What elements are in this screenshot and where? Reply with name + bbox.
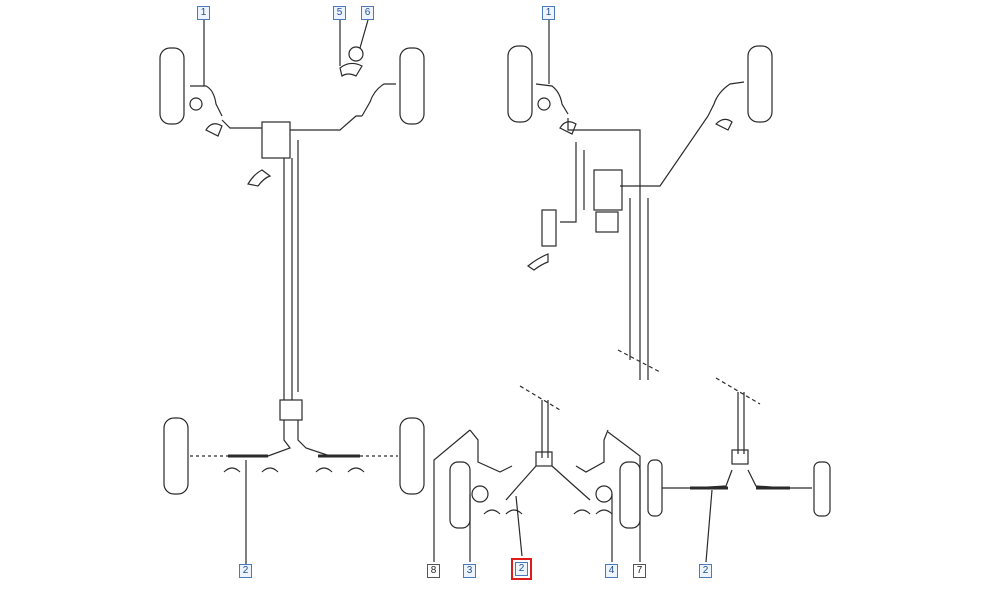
front-left-hose: [190, 85, 223, 117]
front-left-caliper: [189, 97, 203, 111]
rear-valve-3: [731, 449, 749, 465]
rear-right-wheel-3: [813, 461, 831, 517]
rear-right-wheel-2: [619, 461, 641, 529]
callout-1-front-left[interactable]: 1: [197, 6, 210, 20]
rear-right-clips: [315, 467, 365, 473]
callout-2-rear-left[interactable]: 2: [239, 564, 252, 578]
front-right-wheel: [399, 47, 425, 125]
callout-6[interactable]: 6: [361, 6, 374, 20]
rear-clips-2: [483, 509, 613, 515]
distributor-lower-2: [595, 211, 619, 233]
front-right-wheel-2: [747, 45, 773, 123]
break-mark-rear-3: [715, 377, 761, 405]
rear-left-wheel-2: [449, 461, 471, 529]
front-clips-2: [559, 118, 733, 135]
front-left-pipe: [221, 119, 262, 129]
callout-3[interactable]: 3: [463, 564, 476, 578]
front-right-hose: [361, 83, 396, 117]
callout-4[interactable]: 4: [605, 564, 618, 578]
grommet-part-6: [348, 46, 364, 62]
rear-left-pipe-3: [662, 469, 733, 489]
callout-5[interactable]: 5: [333, 6, 346, 20]
callout-7: 7: [633, 564, 646, 578]
master-cylinder-reservoir: [247, 169, 272, 187]
callout-2-rear-right[interactable]: 2: [699, 564, 712, 578]
pipe-outer-2: [567, 118, 641, 380]
leader-2c: [705, 489, 713, 563]
rear-valve: [279, 399, 303, 421]
rear-right-wheel: [399, 417, 425, 495]
distributor-block-2: [593, 169, 623, 211]
rear-left-hose-pipe-2: [505, 465, 537, 501]
clip-part-5: [339, 62, 363, 77]
rear-left-pipe-2: [469, 429, 513, 473]
break-mark-2: [617, 349, 661, 373]
rear-right-drum-2: [595, 485, 613, 503]
front-left-wheel: [159, 47, 185, 125]
rear-left-clips: [223, 467, 279, 473]
rear-valve-2: [535, 451, 553, 467]
pipe-right-front-2: [620, 115, 709, 187]
rear-right-hose-pipe-2: [551, 465, 591, 501]
leader-2b: [515, 495, 523, 557]
front-left-hose-2: [535, 83, 569, 115]
front-right-pipe: [290, 115, 362, 131]
rear-right-pipe-3: [747, 469, 812, 489]
rear-left-wheel: [163, 417, 189, 495]
front-right-hose-2: [707, 81, 745, 117]
master-cylinder-junction: [261, 121, 291, 159]
rear-left-drum-2: [471, 485, 489, 503]
front-left-clip: [205, 123, 223, 137]
pipe-left-2: [560, 142, 577, 223]
rear-pipes-3: [737, 392, 745, 454]
master-cylinder-reservoir-2: [526, 253, 549, 271]
front-left-caliper-2: [537, 97, 551, 111]
leader-8: [433, 429, 471, 562]
callout-2-highlighted[interactable]: 2: [511, 558, 532, 580]
rear-right-pipe: [297, 420, 360, 457]
rear-right-pipe-2: [575, 429, 609, 473]
rear-left-wheel-3: [647, 459, 663, 517]
rear-left-pipe: [240, 420, 291, 457]
break-mark-rear-2: [519, 385, 561, 411]
callout-1-front-right[interactable]: 1: [542, 6, 555, 20]
master-cylinder-2: [541, 209, 557, 247]
leader-7: [607, 431, 641, 562]
leader-6: [359, 19, 369, 49]
front-left-wheel-2: [507, 45, 533, 123]
callout-8: 8: [427, 564, 440, 578]
